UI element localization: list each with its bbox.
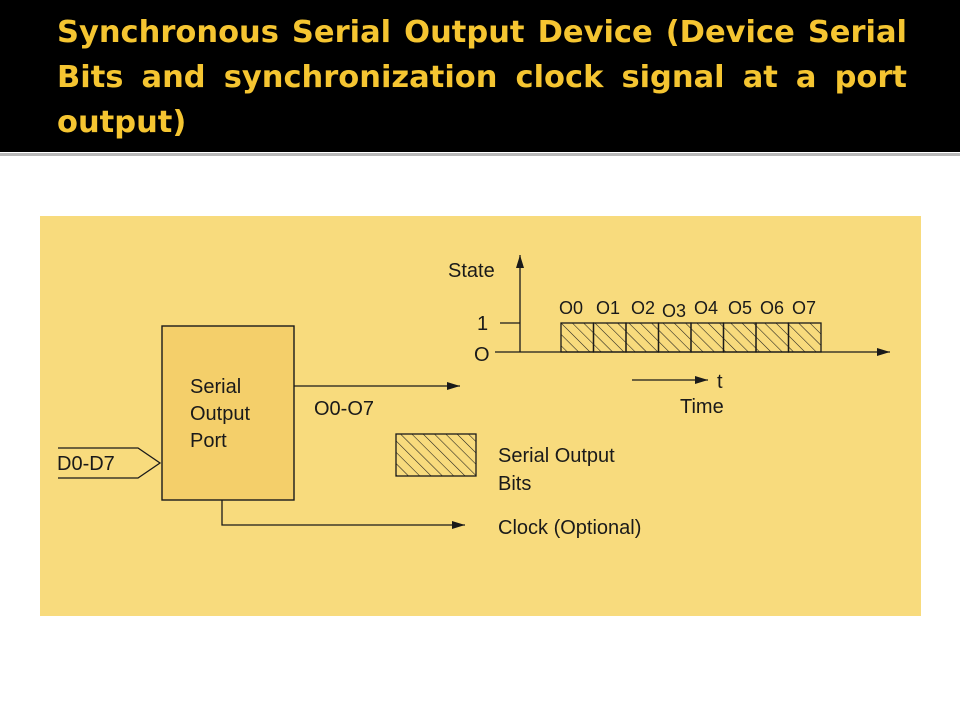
clock-label: Clock (Optional) bbox=[498, 517, 641, 539]
output-label: O0-O7 bbox=[314, 398, 374, 420]
level-high-label: 1 bbox=[477, 313, 488, 335]
input-bus-arrow bbox=[58, 447, 162, 479]
serial-bit-cell-5 bbox=[722, 322, 757, 353]
bit-label-o7: O7 bbox=[792, 298, 816, 318]
legend-label-line2: Bits bbox=[498, 473, 531, 495]
serial-bit-cell-0 bbox=[560, 322, 595, 353]
state-axis-label: State bbox=[448, 260, 495, 282]
title-bar: Synchronous Serial Output Device (Device… bbox=[0, 0, 960, 152]
serial-bit-cell-6 bbox=[755, 322, 790, 353]
slide-title: Synchronous Serial Output Device (Device… bbox=[57, 15, 907, 140]
port-label-line2: Output bbox=[190, 403, 250, 425]
serial-bit-cell-7 bbox=[787, 322, 822, 353]
level-low-label: O bbox=[474, 344, 490, 366]
legend-label-line1: Serial Output bbox=[498, 445, 615, 467]
bit-label-o3: O3 bbox=[662, 301, 686, 321]
time-variable-label: t bbox=[717, 371, 723, 393]
bit-label-o0: O0 bbox=[559, 298, 583, 318]
bit-label-o2: O2 bbox=[631, 298, 655, 318]
title-divider bbox=[0, 153, 960, 156]
port-label-line3: Port bbox=[190, 430, 227, 452]
bit-label-o4: O4 bbox=[694, 298, 718, 318]
serial-bit-cell-3 bbox=[657, 322, 692, 353]
input-bus-label: D0-D7 bbox=[57, 453, 115, 475]
serial-bit-cell-1 bbox=[592, 322, 627, 353]
legend-hatched-swatch bbox=[395, 433, 477, 477]
bit-label-o5: O5 bbox=[728, 298, 752, 318]
bit-label-o1: O1 bbox=[596, 298, 620, 318]
time-label: Time bbox=[680, 396, 724, 418]
bit-label-o6: O6 bbox=[760, 298, 784, 318]
port-label-line1: Serial bbox=[190, 376, 241, 398]
serial-output-port-block bbox=[161, 325, 295, 501]
serial-bit-cell-4 bbox=[690, 322, 725, 353]
serial-bit-cell-2 bbox=[625, 322, 660, 353]
clock-arrow bbox=[221, 500, 465, 529]
